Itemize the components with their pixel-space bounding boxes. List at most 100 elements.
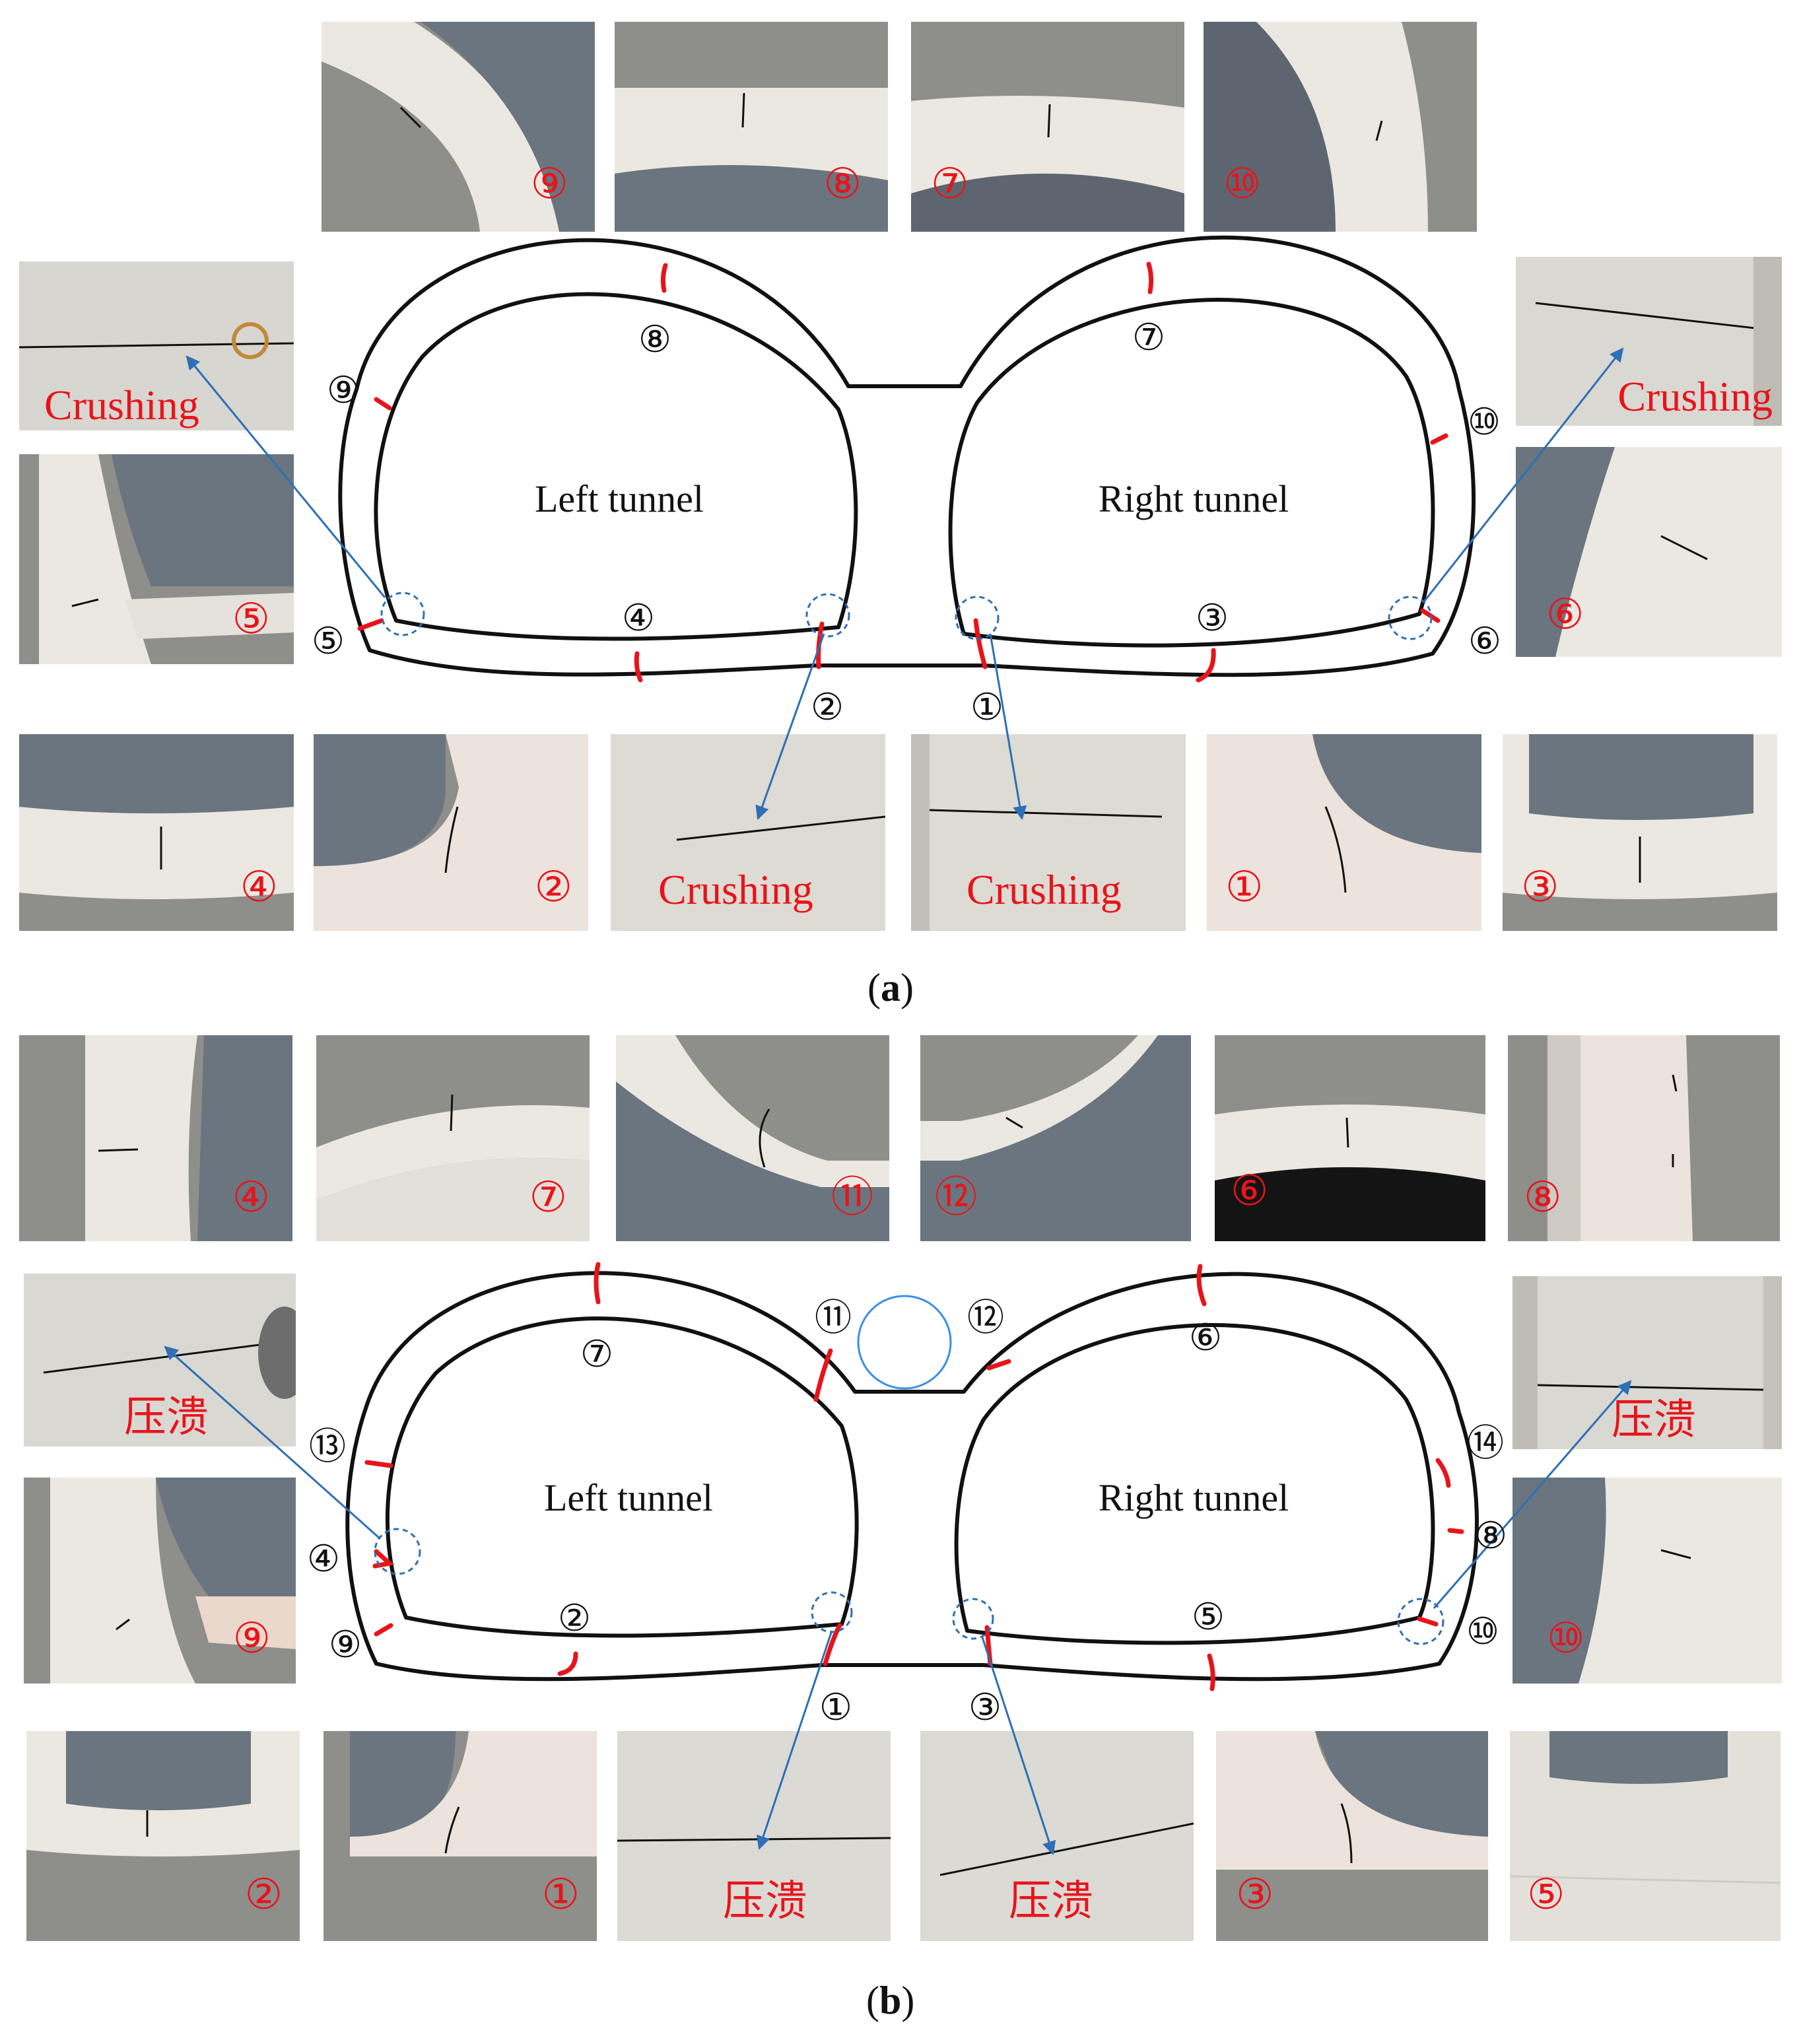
- photo-a-bottom-4-label: ④: [240, 863, 278, 912]
- diagram-b-markers: ⑪ ⑫ ⑦ ⑥ ⑬ ⑭ ④ ⑧ ② ⑤ ⑨ ⑩ ① ③: [307, 1298, 1507, 1728]
- photo-b-bottom-2: ②: [26, 1731, 300, 1941]
- photo-b-top-11: ⑪: [616, 1035, 889, 1241]
- photo-a-left-crushing-label: Crushing: [44, 382, 199, 428]
- marker-a-7: ⑦: [1132, 318, 1165, 358]
- marker-b-2: ②: [558, 1598, 591, 1639]
- diagram-a-left-tunnel: Left tunnel: [535, 477, 704, 520]
- photo-b-bottom-3-label: ③: [1236, 1870, 1274, 1919]
- diagram-b-labels: Left tunnel Right tunnel: [544, 1476, 1289, 1519]
- photo-b-top-4-label: ④: [232, 1173, 270, 1222]
- diagram-a-markers: ⑧ ⑦ ⑨ ⑩ ⑤ ④ ② ① ③ ⑥: [312, 318, 1501, 728]
- marker-b-14: ⑭: [1467, 1423, 1504, 1464]
- photo-b-bottom-5-label: ⑤: [1527, 1870, 1565, 1919]
- diagram-a-callouts: [380, 592, 1433, 640]
- photo-a-left-crushing: Crushing: [19, 261, 294, 430]
- marker-b-1: ①: [819, 1687, 852, 1728]
- marker-a-2: ②: [811, 687, 844, 728]
- caption-b: (b): [866, 1979, 915, 2022]
- photo-a-right-crushing: Crushing: [1516, 257, 1782, 426]
- marker-a-8: ⑧: [638, 320, 671, 360]
- marker-a-4: ④: [622, 598, 655, 639]
- photo-a-bottom-2-label: ②: [534, 863, 572, 912]
- diagram-b-right-tunnel: Right tunnel: [1099, 1476, 1289, 1519]
- photo-a-top-10-label: ⑩: [1223, 160, 1262, 209]
- photo-a-bottom-1: ①: [1207, 734, 1481, 931]
- photo-a-top-8-label: ⑧: [823, 160, 862, 209]
- photo-b-top-11-label: ⑪: [831, 1173, 873, 1222]
- photo-a-bottom-crushing-right-label: Crushing: [967, 866, 1122, 913]
- photo-b-top-8: ⑧: [1508, 1035, 1780, 1241]
- diagram-a-right-tunnel: Right tunnel: [1099, 477, 1289, 520]
- photo-a-bottom-4: ④: [19, 734, 294, 931]
- photo-a-left-5: ⑤: [19, 454, 294, 664]
- marker-b-7: ⑦: [580, 1334, 613, 1375]
- photo-a-left-5-label: ⑤: [232, 595, 270, 644]
- photo-b-top-6: ⑥: [1215, 1035, 1485, 1241]
- diagram-a-labels: Left tunnel Right tunnel: [535, 477, 1289, 520]
- marker-b-11: ⑪: [815, 1298, 852, 1339]
- photo-a-top-9: ⑨: [322, 22, 595, 232]
- photo-b-left-9-label: ⑨: [232, 1614, 271, 1663]
- photo-b-left-9: ⑨: [24, 1478, 296, 1684]
- diagram-a-arrows: [186, 347, 1624, 821]
- photo-b-right-crushing-label: 压溃: [1612, 1396, 1696, 1445]
- marker-b-9: ⑨: [329, 1625, 362, 1666]
- photo-b-bottom-1: ①: [323, 1731, 597, 1941]
- photo-b-top-7: ⑦: [316, 1035, 590, 1241]
- photo-b-left-crushing-label: 压溃: [124, 1393, 209, 1442]
- photo-a-right-crushing-label: Crushing: [1617, 373, 1773, 420]
- marker-a-10: ⑩: [1468, 402, 1501, 443]
- diagram-a-left-inner: [374, 292, 858, 641]
- photo-b-bottom-crushing-right-label: 压溃: [1009, 1877, 1093, 1926]
- photo-b-right-crushing: 压溃: [1512, 1276, 1782, 1449]
- photo-b-top-6-label: ⑥: [1231, 1167, 1269, 1215]
- photo-a-bottom-3: ③: [1503, 734, 1777, 931]
- caption-a: (a): [867, 966, 914, 1009]
- diagram-b-left-inner: [385, 1316, 859, 1638]
- photo-a-right-6: ⑥: [1516, 447, 1782, 657]
- photo-a-bottom-2: ②: [314, 734, 588, 931]
- photo-b-bottom-3: ③: [1216, 1731, 1488, 1941]
- marker-b-12: ⑫: [967, 1298, 1004, 1339]
- marker-b-3: ③: [968, 1687, 1002, 1728]
- photo-a-bottom-3-label: ③: [1521, 863, 1559, 912]
- marker-b-4: ④: [307, 1539, 340, 1580]
- diagram-b-left-tunnel: Left tunnel: [544, 1476, 713, 1519]
- photo-b-top-8-label: ⑧: [1524, 1173, 1562, 1222]
- marker-b-13: ⑬: [309, 1427, 346, 1468]
- photo-b-bottom-crushing-left: 压溃: [617, 1731, 891, 1941]
- photo-a-bottom-crushing-left-label: Crushing: [658, 866, 813, 913]
- diagram-b-cracks: [364, 1262, 1464, 1691]
- photo-b-left-crushing: 压溃: [24, 1274, 296, 1447]
- photo-a-top-10: ⑩: [1204, 22, 1477, 232]
- photo-a-bottom-1-label: ①: [1225, 863, 1264, 912]
- diagram-b-callouts: [374, 1528, 1444, 1645]
- marker-b-6: ⑥: [1189, 1318, 1222, 1359]
- diagram-a-right-inner: [948, 298, 1435, 648]
- photo-a-bottom-crushing-right: Crushing: [911, 734, 1186, 931]
- photo-b-bottom-2-label: ②: [244, 1870, 283, 1919]
- diagram-b-outer-lining: [345, 1271, 1479, 1682]
- diagram-b-pipe: [857, 1295, 952, 1390]
- photo-b-top-7-label: ⑦: [529, 1173, 567, 1222]
- photo-b-bottom-5: ⑤: [1510, 1731, 1781, 1941]
- photo-b-bottom-crushing-right: 压溃: [920, 1731, 1194, 1941]
- diagram-a-cracks: [357, 261, 1448, 683]
- marker-a-3: ③: [1196, 598, 1229, 639]
- photo-b-right-10: ⑩: [1512, 1478, 1782, 1684]
- photo-a-right-6-label: ⑥: [1546, 590, 1584, 639]
- marker-a-1: ①: [970, 687, 1003, 728]
- marker-a-5: ⑤: [312, 621, 345, 662]
- marker-b-5: ⑤: [1192, 1597, 1225, 1638]
- photo-a-top-9-label: ⑨: [530, 160, 568, 209]
- diagram-b-arrows: [164, 1346, 1632, 1855]
- diagram-b-right-inner: [954, 1323, 1435, 1645]
- photo-a-top-7: ⑦: [911, 22, 1184, 232]
- marker-b-10: ⑩: [1466, 1612, 1499, 1652]
- photo-b-top-4: ④: [19, 1035, 292, 1241]
- photo-a-top-7-label: ⑦: [931, 160, 969, 209]
- photo-b-bottom-crushing-left-label: 压溃: [723, 1877, 807, 1926]
- marker-a-6: ⑥: [1468, 621, 1501, 662]
- marker-b-8: ⑧: [1474, 1516, 1507, 1557]
